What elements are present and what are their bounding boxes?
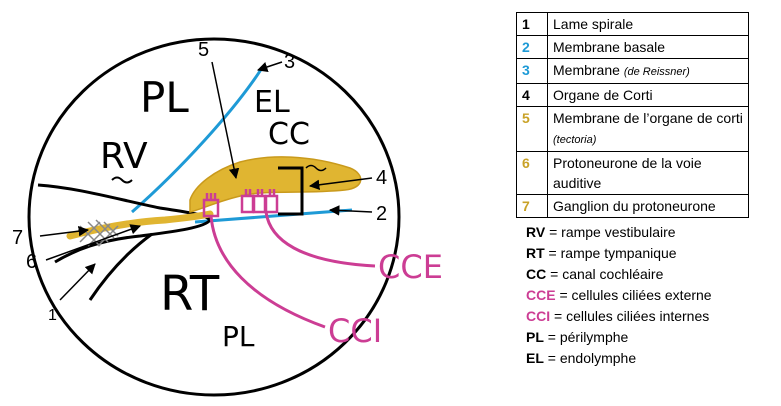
legend-number: 6: [516, 151, 548, 195]
legend-label: Protoneurone de la voie auditive: [553, 155, 702, 191]
legend-text: Ganglion du protoneurone: [547, 194, 749, 218]
cochlea-outline: [27, 37, 401, 397]
rv-wavy: [111, 176, 133, 184]
legend-label: Membrane: [553, 62, 624, 78]
label-rv: RV: [100, 136, 148, 177]
legend-label: Membrane basale: [553, 39, 666, 55]
legend-row: 1 Lame spirale: [516, 12, 749, 36]
number-7: 7: [12, 227, 23, 249]
legend-row: 2 Membrane basale: [516, 35, 749, 59]
legend-text: Membrane (de Reissner): [547, 58, 749, 84]
abbreviation-code: PL: [526, 329, 544, 345]
number-3: 3: [284, 51, 295, 73]
legend-row: 7 Ganglion du protoneurone: [516, 194, 749, 218]
legend-text: Organe de Corti: [547, 83, 749, 107]
arrow-7: [39, 225, 90, 237]
legend-text: Lame spirale: [547, 12, 749, 36]
abbreviation-item: CCI = cellules ciliées internes: [526, 306, 709, 326]
arrow-2: [328, 205, 373, 216]
arrow-3: [257, 61, 283, 72]
legend-label: Organe de Corti: [553, 87, 653, 103]
abbreviation-definition: = canal cochléaire: [546, 266, 664, 282]
abbreviation-definition: = rampe vestibulaire: [545, 224, 676, 240]
legend-note: (de Reissner): [623, 66, 690, 78]
abbreviation-definition: = rampe tympanique: [544, 245, 677, 261]
abbreviation-item: PL = périlymphe: [526, 327, 628, 347]
abbreviation-code: RV: [526, 224, 546, 240]
legend-number: 5: [516, 106, 548, 152]
abbreviation-item: RT = rampe tympanique: [526, 243, 677, 263]
tectorial-membrane: [189, 156, 362, 213]
label-pl-bottom: PL: [222, 320, 255, 353]
abbreviation-code: CC: [526, 266, 547, 282]
number-1: 1: [48, 307, 57, 324]
cci-fibre: [209, 215, 326, 329]
legend-number: 2: [516, 35, 548, 59]
label-cce: CCE: [378, 248, 443, 286]
arrow-4: [308, 177, 373, 190]
legend-label: Ganglion du protoneurone: [553, 198, 716, 214]
abbreviation-code: EL: [526, 350, 544, 366]
abbreviation-definition: = cellules ciliées externe: [555, 287, 712, 303]
legend-note: (tectoria): [553, 134, 597, 146]
arrow-6: [45, 224, 141, 261]
cce-fibre: [264, 211, 376, 268]
legend-number: 4: [516, 83, 548, 107]
legend-text: Membrane basale: [547, 35, 749, 59]
number-4: 4: [376, 167, 387, 189]
legend-row: 4 Organe de Corti: [516, 83, 749, 107]
abbreviation-item: EL = endolymphe: [526, 348, 636, 368]
label-cc: CC: [268, 117, 310, 152]
abbreviation-item: RV = rampe vestibulaire: [526, 222, 676, 242]
abbreviation-code: CCI: [526, 308, 551, 324]
number-2: 2: [376, 203, 387, 225]
number-5: 5: [198, 39, 209, 61]
legend-label: Membrane de l’organe de corti: [553, 110, 743, 126]
abbreviation-code: CCE: [526, 287, 556, 303]
legend-label: Lame spirale: [553, 16, 634, 32]
legend-number: 7: [516, 194, 548, 218]
outer-hair-cells: [240, 189, 279, 214]
spiral-lamina-lower: [88, 232, 153, 301]
abbreviation-definition: = endolymphe: [543, 350, 637, 366]
abbreviation-item: CC = canal cochléaire: [526, 264, 663, 284]
reissner-membrane: [131, 67, 264, 214]
number-6: 6: [26, 251, 37, 273]
label-el: EL: [254, 85, 290, 120]
protoneurone: [66, 210, 214, 240]
abbreviation-definition: = périlymphe: [543, 329, 629, 345]
abbreviation-code: RT: [526, 245, 545, 261]
arrow-5: [211, 61, 240, 180]
abbreviation-definition: = cellules ciliées internes: [550, 308, 710, 324]
label-rt: RT: [160, 266, 220, 322]
wavy-mark: [305, 164, 327, 172]
corti-bracket: [278, 166, 304, 216]
label-pl-top: PL: [140, 73, 189, 122]
legend-text: Membrane de l’organe de corti (tectoria): [547, 106, 749, 152]
legend-number: 1: [516, 12, 548, 36]
legend-text: Protoneurone de la voie auditive: [547, 151, 749, 195]
label-cci: CCI: [328, 312, 382, 350]
arrow-1: [59, 263, 96, 301]
abbreviation-item: CCE = cellules ciliées externe: [526, 285, 712, 305]
legend-number: 3: [516, 58, 548, 84]
